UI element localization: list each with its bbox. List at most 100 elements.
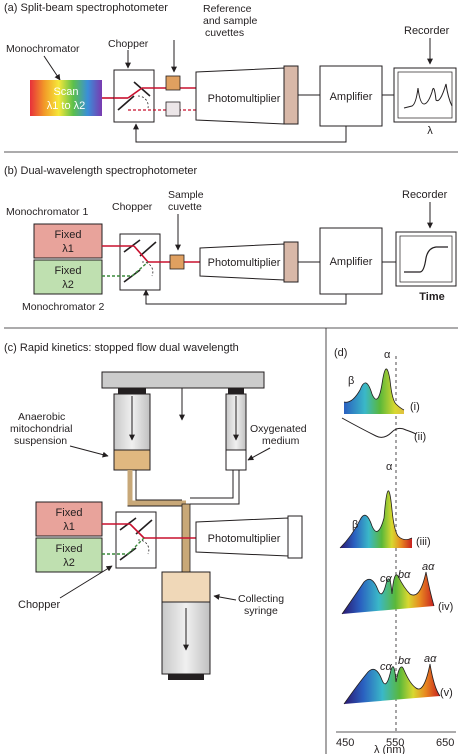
right-plunger-cap xyxy=(228,388,244,394)
beam-b1b xyxy=(133,245,149,263)
fixed1-box-c xyxy=(35,501,103,537)
feedback-wire-b xyxy=(143,289,347,305)
recorder-label-b: Recorder xyxy=(402,189,448,201)
feedback-wire-a xyxy=(133,123,347,143)
spectrum-v xyxy=(344,664,440,704)
collecting-plunger-cap xyxy=(168,674,204,680)
cuvettes-label-2: and sample xyxy=(203,15,257,27)
tick-450: 450 xyxy=(336,737,354,749)
spectrum-iv-outline xyxy=(341,571,435,615)
recorder-axis-a: λ xyxy=(427,125,433,137)
collecting-fill xyxy=(161,571,211,603)
oxygenated-fill xyxy=(225,449,247,471)
beam-c1b xyxy=(129,523,145,539)
right-tube-outline xyxy=(190,470,240,505)
c-alpha-label-2: cα xyxy=(380,661,393,673)
alpha-label-1: α xyxy=(384,349,391,361)
b-alpha-label-2: bα xyxy=(398,655,411,667)
panel-a: (a) Split-beam spectrophotometer Monochr… xyxy=(4,2,458,153)
collecting-label-2: syringe xyxy=(244,605,278,617)
amplifier-label-a: Amplifier xyxy=(330,91,373,103)
chopper-box-c xyxy=(115,511,157,569)
left-tube-fill xyxy=(127,470,186,506)
photomultiplier-b-window xyxy=(283,241,299,283)
photomultiplier-a-window xyxy=(283,65,299,125)
beam-a-seg2 xyxy=(127,87,143,99)
fixed1-box-b xyxy=(33,223,103,259)
fixed2-label-b: Fixed xyxy=(55,265,82,277)
spectrum-iv xyxy=(342,572,434,614)
panel-c-title: (c) Rapid kinetics: stopped flow dual wa… xyxy=(4,342,239,354)
label-iii: (iii) xyxy=(416,536,431,548)
fixed2-lambda-b: λ2 xyxy=(62,279,74,291)
recorder-inner-b xyxy=(399,235,453,283)
fixed2-label-c: Fixed xyxy=(56,543,83,555)
anaerobic-label-2: mitochondrial xyxy=(10,423,72,435)
amplifier-box-b xyxy=(319,227,383,295)
label-ii: (ii) xyxy=(414,431,426,443)
collecting-label-arrow xyxy=(213,594,237,601)
spectrum-i xyxy=(344,368,404,414)
sample-cuvette-a xyxy=(165,75,181,91)
photomultiplier-label-c: Photomultiplier xyxy=(208,533,281,545)
spectrum-ii xyxy=(341,417,417,438)
oxygenated-arrow xyxy=(247,447,271,461)
mirror-a2 xyxy=(133,81,151,97)
chopper-label-c: Chopper xyxy=(18,599,61,611)
label-v: (v) xyxy=(440,687,453,699)
sample-label-b2: cuvette xyxy=(168,201,202,213)
beam-b2b xyxy=(131,261,149,277)
mirror-a1 xyxy=(117,95,135,111)
fixed2-box-b xyxy=(33,259,103,295)
spectrum-i-outline xyxy=(343,368,405,411)
panel-c: (c) Rapid kinetics: stopped flow dual wa… xyxy=(4,342,307,680)
scan-range-label: λ1 to λ2 xyxy=(47,100,86,112)
amplifier-label-b: Amplifier xyxy=(330,256,373,268)
recorder-trace-b xyxy=(404,246,448,273)
cuvettes-label-3: cuvettes xyxy=(205,27,244,39)
panel-d: (d) α β (i) (ii) α β (iii) cα bα aα (iv)… xyxy=(334,347,456,754)
a-alpha-label-1: aα xyxy=(422,561,435,573)
fixed1-lambda-b: λ1 xyxy=(62,243,74,255)
tick-650: 650 xyxy=(436,737,454,749)
chopper-label-a: Chopper xyxy=(108,38,149,50)
recorder-box-a xyxy=(393,67,457,123)
oxygenated-label-2: medium xyxy=(262,435,300,447)
drive-plate xyxy=(101,371,265,389)
chopper-rotation-a xyxy=(137,95,149,109)
panel-b: (b) Dual-wavelength spectrophotometer Mo… xyxy=(4,165,458,754)
chopper-label-b: Chopper xyxy=(112,201,153,213)
mirror-b2 xyxy=(139,241,157,257)
anaerobic-label-3: suspension xyxy=(14,435,67,447)
chopper-arrow-c xyxy=(59,565,113,599)
anaerobic-label-1: Anaerobic xyxy=(18,411,65,423)
fixed2-lambda-c: λ2 xyxy=(63,557,75,569)
spectrum-iii xyxy=(340,490,412,548)
photomultiplier-label-a: Photomultiplier xyxy=(208,93,281,105)
sample-label-b1: Sample xyxy=(168,189,204,201)
photomultiplier-label-b: Photomultiplier xyxy=(208,257,281,269)
x-axis-label-d: λ (nm) xyxy=(374,744,405,754)
recorder-label-a: Recorder xyxy=(404,25,450,37)
anaerobic-arrow xyxy=(69,445,109,458)
collecting-label-1: Collecting xyxy=(238,593,284,605)
fixed2-box-c xyxy=(35,537,103,573)
panel-d-title: (d) xyxy=(334,347,347,359)
sample-cuvette-b xyxy=(169,254,185,270)
panel-a-title: (a) Split-beam spectrophotometer xyxy=(4,2,168,14)
recorder-axis-b: Time xyxy=(419,291,444,303)
tick-550: 550 xyxy=(386,737,404,749)
chopper-rotation-c xyxy=(137,539,150,555)
a-alpha-label-2: aα xyxy=(424,653,437,665)
b-alpha-label-1: bα xyxy=(398,569,411,581)
fixed1-lambda-c: λ1 xyxy=(63,521,75,533)
label-iv: (iv) xyxy=(438,601,453,613)
amplifier-box-a xyxy=(319,65,383,127)
panel-b-title: (b) Dual-wavelength spectrophotometer xyxy=(4,165,198,177)
beam-c2b xyxy=(127,537,145,555)
chopper-rotation-b xyxy=(141,261,154,277)
scan-label: Scan xyxy=(53,86,78,98)
left-plunger-cap xyxy=(118,388,146,394)
beta-label-1: β xyxy=(348,375,354,387)
